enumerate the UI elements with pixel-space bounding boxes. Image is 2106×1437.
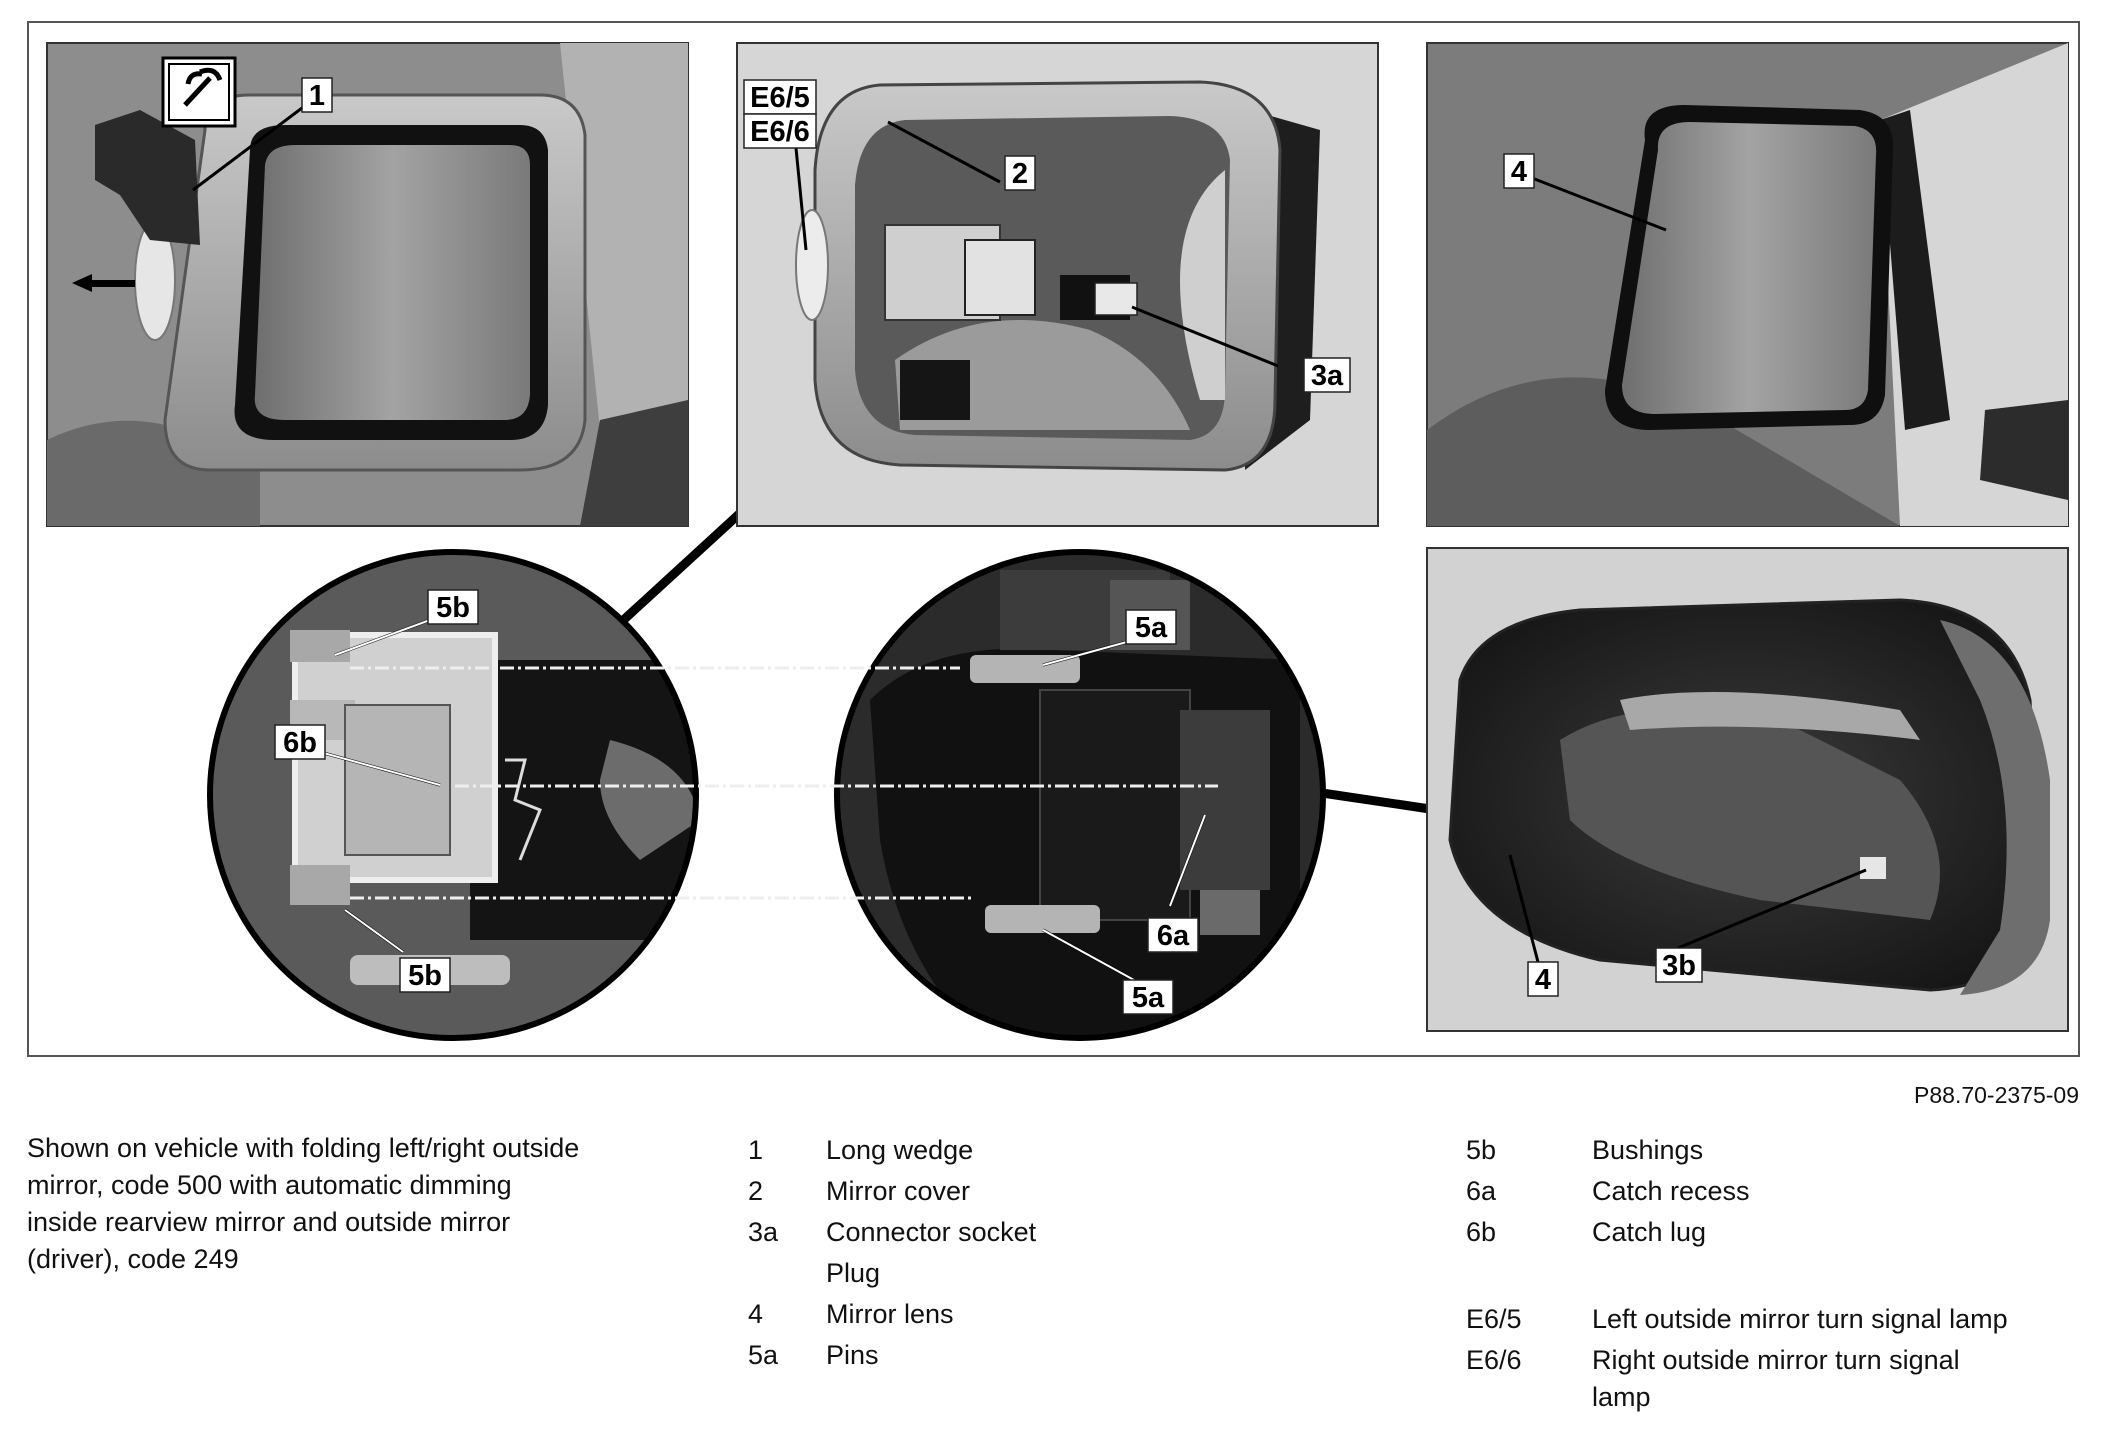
svg-text:5b: 5b	[436, 592, 470, 624]
photo-mirror-lens	[1426, 42, 2069, 527]
callout-5b-top: 5b	[427, 589, 479, 625]
legend-text: Catch recess	[1592, 1176, 1750, 1206]
legend-left: 1 Long wedge 2 Mirror cover 3a Connector so…	[748, 1130, 1036, 1376]
legend-code: 3a	[748, 1217, 779, 1247]
legend-text: Bushings	[1592, 1135, 1704, 1165]
callout-5a-bottom: 5a	[1122, 979, 1174, 1015]
legend-text: Connector socket	[826, 1217, 1037, 1247]
svg-text:3b: 3b	[1662, 950, 1696, 982]
svg-text:5a: 5a	[1132, 982, 1165, 1014]
legend-item: 1 Long wedge	[748, 1130, 1036, 1171]
legend-item: 2 Mirror cover	[748, 1171, 1036, 1212]
svg-text:5b: 5b	[408, 960, 442, 992]
callout-4-top: 4	[1503, 153, 1535, 189]
svg-text:6b: 6b	[283, 727, 317, 759]
photo-mirror-housing	[1426, 547, 2069, 1032]
legend-text: Plug	[826, 1258, 881, 1288]
callout-3b: 3b	[1655, 947, 1703, 983]
svg-text:E6/5: E6/5	[750, 82, 810, 114]
svg-text:1: 1	[309, 80, 325, 112]
figure-frame	[27, 21, 2080, 1057]
detail-circle-socket	[207, 549, 699, 1041]
leader-photo4-detail	[1321, 788, 1431, 814]
svg-text:6a: 6a	[1157, 920, 1190, 952]
svg-text:E6/6: E6/6	[750, 116, 810, 148]
legend-code: 5b	[1466, 1135, 1497, 1165]
svg-text:4: 4	[1511, 156, 1527, 188]
legend-code: 6a	[1466, 1176, 1497, 1206]
callout-3a: 3a	[1303, 357, 1351, 393]
svg-text:5a: 5a	[1135, 612, 1168, 644]
legend-text: Right outside mirror turn signal lamp	[1592, 1345, 1960, 1412]
legend-item: 3a Connector socket	[748, 1212, 1036, 1253]
legend-item: 4 Mirror lens	[748, 1294, 1036, 1335]
callout-e6-6: E6/6	[743, 113, 817, 149]
callout-4-bottom: 4	[1527, 961, 1559, 997]
legend-text: Left outside mirror turn signal lamp	[1592, 1304, 2008, 1334]
svg-text:3a: 3a	[1311, 360, 1344, 392]
legend-code: E6/6	[1466, 1345, 1522, 1375]
alignment-lines	[350, 666, 1218, 900]
svg-text:4: 4	[1535, 964, 1551, 996]
svg-text:2: 2	[1012, 158, 1028, 190]
detail-circle-pins	[834, 549, 1326, 1041]
mirror-removal-diagram: 1 2 3a 4 4 3b E6/5 E6/6 5b 6b 5b 5a 6a 5…	[46, 42, 2069, 1041]
legend-code: E6/5	[1466, 1304, 1522, 1334]
legend-item: E6/5 Left outside mirror turn signal lamp	[1466, 1299, 2046, 1340]
callout-e6-5: E6/5	[743, 79, 817, 115]
callout-1: 1	[301, 77, 333, 113]
legend-text: Mirror cover	[826, 1176, 971, 1206]
photo-mirror-cover	[736, 42, 1379, 527]
callout-2: 2	[1004, 155, 1036, 191]
legend-code: 4	[748, 1299, 764, 1329]
legend-item: 5a Pins	[748, 1335, 1036, 1376]
wrench-tool-icon	[161, 56, 237, 128]
callout-5a-top: 5a	[1125, 609, 1177, 645]
legend-item: E6/6 Right outside mirror turn signal lam…	[1466, 1340, 2046, 1416]
legend-item: Plug	[748, 1253, 1036, 1294]
legend-right: 5b Bushings 6a Catch recess 6b Catch lug E6…	[1466, 1130, 2046, 1416]
legend-text: Mirror lens	[826, 1299, 954, 1329]
legend-item: 5b Bushings	[1466, 1130, 2046, 1171]
callout-6a: 6a	[1147, 917, 1199, 953]
legend-code: 6b	[1466, 1217, 1497, 1247]
legend-code: 1	[748, 1135, 764, 1165]
legend-item: 6b Catch lug	[1466, 1212, 2046, 1253]
legend-item: 6a Catch recess	[1466, 1171, 2046, 1212]
legend-text: Long wedge	[826, 1135, 974, 1165]
legend-code	[748, 1253, 826, 1294]
arrow-left-icon	[72, 274, 135, 292]
figure-caption: Shown on vehicle with folding left/right…	[27, 1133, 580, 1274]
legend-code: 2	[748, 1176, 764, 1206]
legend-text: Pins	[826, 1340, 879, 1370]
figure-reference: P88.70-2375-09	[1914, 1082, 2079, 1108]
callout-5b-bottom: 5b	[399, 957, 451, 993]
legend-text: Catch lug	[1592, 1217, 1707, 1247]
callout-6b: 6b	[274, 724, 326, 760]
legend-code: 5a	[748, 1340, 779, 1370]
photo-mirror-with-wedge	[46, 42, 689, 527]
